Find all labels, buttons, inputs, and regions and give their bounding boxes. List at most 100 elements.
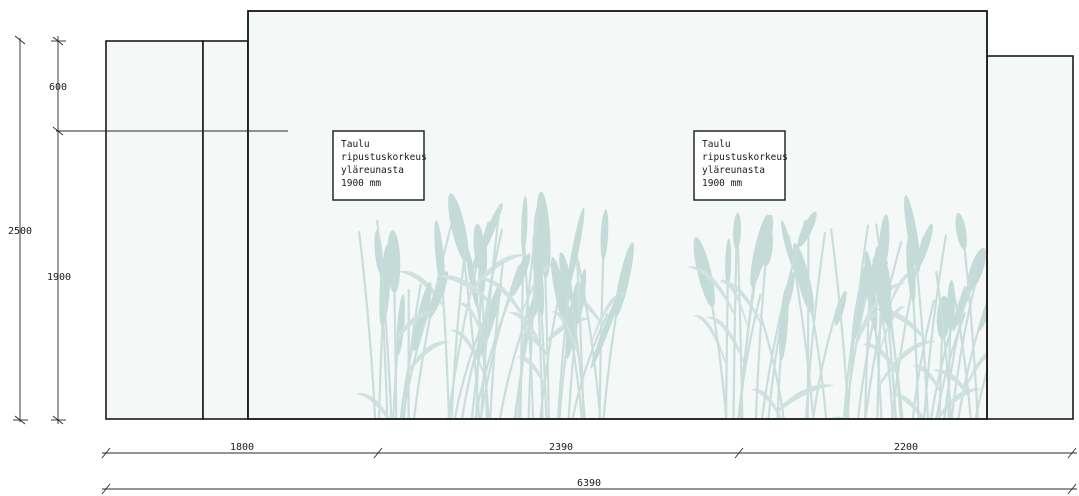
dimension-widths: 1800 2390 2200 — [101, 442, 1077, 459]
reed-stem-30 — [450, 240, 467, 418]
panel-center-outline — [247, 10, 988, 420]
reed-stem-83 — [805, 232, 826, 418]
reed-plume-46 — [781, 220, 796, 272]
reed-stem-65 — [812, 300, 841, 418]
hanging-label-1-line4: 1900 mm — [341, 178, 381, 189]
reed-leaf-64 — [879, 340, 936, 388]
reed-leaf-49 — [965, 352, 986, 391]
reed-stem-81 — [951, 287, 972, 418]
hanging-label-2-line2: ripustuskorkeus — [702, 152, 788, 163]
reed-stem-40 — [358, 230, 377, 418]
panel-right — [986, 55, 1074, 420]
reed-plume-85 — [872, 256, 893, 329]
hanging-label-2-box — [693, 130, 786, 201]
reed-leaf-62 — [887, 271, 915, 315]
reed-stem-45 — [470, 228, 503, 418]
dimension-label-width-middle: 2390 — [549, 442, 573, 453]
reed-plume-71 — [797, 211, 817, 248]
tick-total-width-start — [101, 483, 111, 495]
dimension-label-hanging-height: 1900 — [47, 272, 71, 283]
reed-plume-80 — [955, 212, 967, 250]
reed-stem-28 — [402, 283, 422, 418]
reed-leaf-9 — [398, 270, 445, 309]
reed-leaf-10 — [366, 420, 392, 450]
reed-leaf-58 — [936, 388, 982, 418]
reed-plume-64 — [864, 250, 878, 332]
reed-leaf-68 — [706, 316, 746, 369]
reed-leaf-17 — [356, 393, 390, 418]
hanging-label-1-line3: yläreunasta — [341, 165, 404, 176]
reed-plume-43 — [386, 230, 401, 293]
reed-stem-42 — [376, 219, 393, 418]
reed-stem-48 — [974, 370, 986, 418]
dimension-label-top-offset: 600 — [49, 82, 67, 93]
reed-plume-44 — [567, 207, 585, 288]
reed-leaf-43 — [395, 310, 437, 343]
reed-leaf-24 — [551, 311, 579, 358]
reed-leaf-88 — [853, 313, 880, 356]
hanging-label-2-line3: yläreunasta — [702, 165, 765, 176]
reed-stem-23 — [513, 247, 550, 418]
reed-leaf-84 — [778, 384, 836, 413]
reed-grass-decoration — [356, 191, 986, 450]
reed-plume-84 — [779, 286, 789, 361]
hanging-label-2-line1: Taulu — [702, 139, 731, 150]
hanging-label-2-line4: 1900 mm — [702, 178, 742, 189]
reed-leaf-0 — [449, 329, 485, 378]
reed-leaf-67 — [871, 308, 923, 338]
tick-total-width-end — [1067, 483, 1077, 495]
hanging-label-1: Taulu ripustuskorkeus yläreunasta 1900 m… — [332, 130, 427, 201]
reed-plume-0 — [465, 247, 479, 309]
hanging-label-1-line2: ripustuskorkeus — [341, 152, 427, 163]
panel-left-inner — [202, 40, 249, 420]
reed-leaf-27 — [516, 356, 545, 388]
panel-center — [247, 10, 988, 420]
reed-leaf-89 — [720, 279, 749, 332]
dimension-label-width-right: 2200 — [894, 442, 918, 453]
reed-plume-6 — [448, 193, 469, 262]
reed-leaf-35 — [459, 302, 485, 343]
reed-plume-3 — [600, 209, 609, 260]
panel-left-outer — [105, 40, 204, 420]
reed-leaf-39 — [477, 277, 527, 324]
reed-plume-89 — [753, 214, 774, 275]
tick-width-2 — [734, 447, 744, 459]
tick-width-start — [101, 447, 111, 459]
reed-leaf-87 — [719, 281, 761, 326]
hanging-label-1-line1: Taulu — [341, 139, 370, 150]
reed-stem-37 — [474, 277, 519, 418]
reed-leaf-59 — [888, 392, 925, 418]
reed-plume-26 — [428, 271, 449, 319]
dimension-total-width: 6390 — [101, 478, 1077, 495]
reed-stem-66 — [923, 234, 947, 418]
dimension-label-width-left: 1800 — [230, 442, 254, 453]
reed-stem-86 — [830, 228, 850, 418]
hanging-label-1-box — [332, 130, 425, 201]
reed-leaf-4 — [408, 341, 451, 374]
reed-leaf-29 — [468, 254, 528, 298]
dimension-hanging: 600 1900 — [47, 36, 71, 425]
reed-plume-70 — [733, 212, 742, 250]
reed-stem-91 — [935, 270, 953, 418]
reed-stem-39 — [517, 210, 540, 418]
dimension-total-height: 2500 — [8, 35, 32, 425]
reed-stem-88 — [846, 224, 870, 418]
reed-leaf-50 — [693, 315, 727, 368]
tick-hanging-middle — [52, 126, 64, 136]
reed-plume-82 — [906, 238, 916, 303]
reed-leaf-70 — [687, 266, 735, 318]
tick-total-height-top — [14, 35, 26, 45]
dimension-label-total-height: 2500 — [8, 226, 32, 237]
reed-plume-67 — [904, 195, 921, 272]
reed-plume-77 — [967, 247, 986, 291]
reed-leaf-81 — [933, 369, 968, 396]
reed-plume-79 — [878, 214, 890, 272]
reed-leaf-65 — [830, 416, 844, 418]
reed-plume-35 — [473, 223, 485, 271]
reed-stem-38 — [571, 313, 609, 418]
reed-plume-10 — [396, 294, 405, 355]
tick-width-1 — [373, 447, 383, 459]
reed-stem-41 — [489, 262, 504, 418]
reed-plume-90 — [947, 280, 955, 328]
